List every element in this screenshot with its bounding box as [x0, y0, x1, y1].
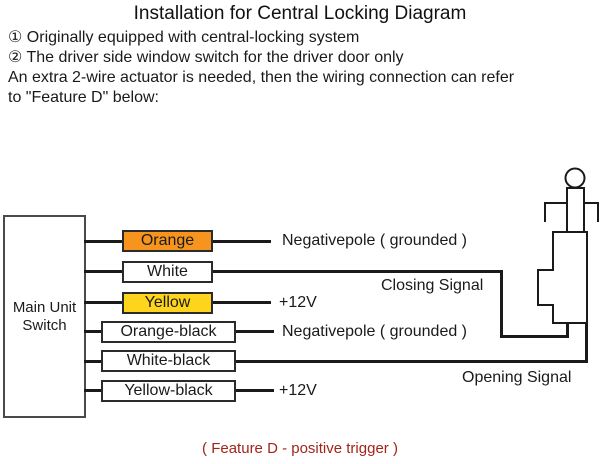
intro-line-3: An extra 2-wire actuator is needed, then… [8, 69, 515, 86]
wire-box-orange: Orange [122, 230, 213, 252]
wire-orange-black-right [236, 330, 274, 333]
actuator-bracket [544, 202, 599, 222]
actuator-knob-icon [564, 167, 586, 189]
wire-box-orange-black: Orange-black [101, 321, 236, 343]
wire-orange-black-left [84, 330, 103, 333]
wire-opening-to-actuator [585, 323, 588, 363]
opening-signal-label: Opening Signal [462, 369, 572, 386]
wire-white-long [213, 270, 503, 273]
wire-orange-right [213, 240, 271, 243]
wire-box-yellow-black: Yellow-black [101, 380, 236, 402]
page-title: Installation for Central Locking Diagram [133, 3, 467, 24]
wire-yellow-right [213, 301, 271, 304]
wire-yellow-black-left [84, 389, 103, 392]
intro-line-4: to "Feature D" below: [8, 89, 159, 106]
intro-line-2: ② The driver side window switch for the … [8, 49, 404, 66]
wire-yellow-black-right [236, 389, 274, 392]
main-unit-switch-box: Main Unit Switch [3, 215, 86, 418]
wire-closing-to-actuator [566, 323, 569, 338]
closing-signal-label: Closing Signal [381, 277, 484, 294]
main-unit-label-line1: Main Unit [12, 298, 77, 316]
terminal-label-yellow: +12V [279, 294, 317, 311]
wire-box-yellow: Yellow [122, 292, 213, 314]
wire-closing-vertical [500, 270, 503, 338]
actuator-body [537, 231, 588, 324]
wire-closing-horizontal [500, 335, 569, 338]
intro-line-1: ① Originally equipped with central-locki… [8, 29, 360, 46]
wire-orange-left [84, 240, 124, 243]
terminal-label-orange: Negativepole ( grounded ) [282, 232, 468, 249]
wire-yellow-left [84, 301, 124, 304]
feature-caption: ( Feature D - positive trigger ) [202, 440, 398, 457]
actuator-drawing [537, 167, 599, 324]
intro-text: ① Originally equipped with central-locki… [8, 28, 514, 108]
actuator-stem [566, 187, 585, 233]
terminal-label-orange-black: Negativepole ( grounded ) [282, 323, 468, 340]
wire-white-black-long [236, 360, 588, 363]
wire-white-left [84, 270, 124, 273]
wire-box-white: White [122, 261, 213, 283]
wire-white-black-left [84, 360, 103, 363]
wire-box-white-black: White-black [101, 350, 236, 372]
terminal-label-yellow-black: +12V [279, 382, 317, 399]
main-unit-label-line2: Switch [22, 316, 67, 334]
